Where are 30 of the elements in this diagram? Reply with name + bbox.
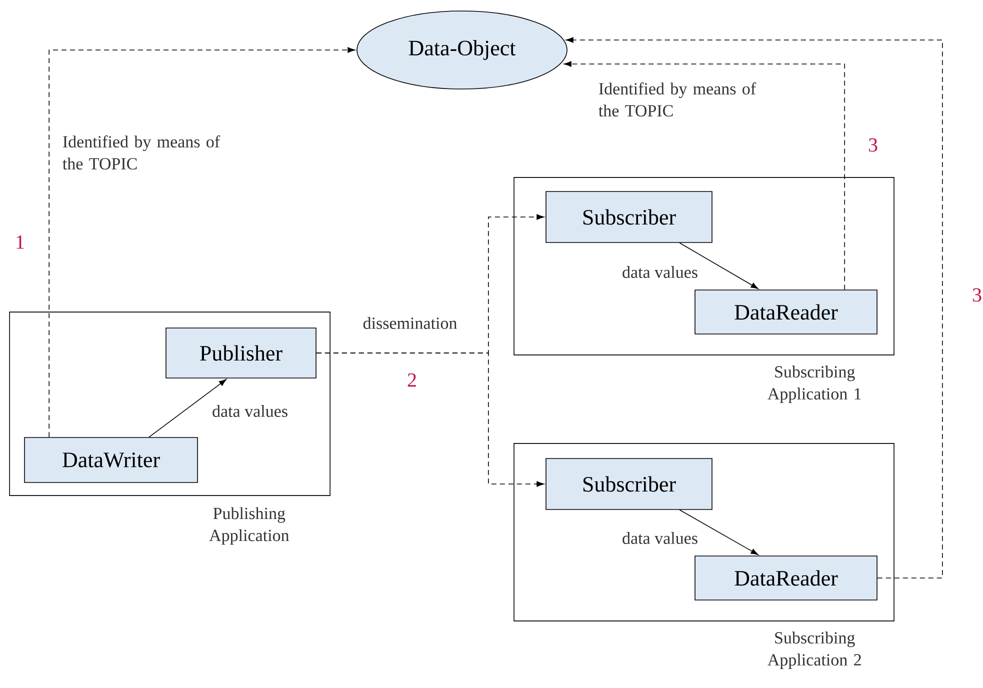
application-box xyxy=(514,177,894,356)
ellipse-node: Data-Object xyxy=(356,10,568,90)
note: Identified by means of the TOPIC xyxy=(598,82,756,117)
arrow xyxy=(148,379,227,438)
node-label: Publishing Application xyxy=(209,507,290,545)
process-box: Publisher xyxy=(166,328,316,378)
arrow xyxy=(316,352,544,487)
step-number: 1 xyxy=(16,235,24,249)
application-box xyxy=(514,443,894,622)
edge-label: dissemination xyxy=(362,316,458,330)
step-number: 3 xyxy=(868,138,878,152)
process-box: DataWriter xyxy=(24,437,198,483)
process-box: Subscriber xyxy=(546,191,712,243)
arrow xyxy=(679,242,758,290)
note: Identified by means of the TOPIC xyxy=(62,135,220,170)
process-box: Subscriber xyxy=(546,458,712,510)
step-number: 3 xyxy=(972,288,982,302)
step-number: 2 xyxy=(408,373,416,387)
arrow xyxy=(566,37,943,578)
node-label: Subscribing Application 1 xyxy=(768,366,861,404)
arrow xyxy=(679,510,758,556)
arrow xyxy=(564,61,845,290)
process-box: DataReader xyxy=(694,556,878,600)
edge-label: data values xyxy=(211,404,289,418)
arrow xyxy=(48,47,356,438)
node-label: Subscribing Application 2 xyxy=(768,632,861,670)
edge-label: data values xyxy=(621,531,699,545)
edge-label: data values xyxy=(621,265,699,279)
application-box xyxy=(9,312,330,496)
process-box: DataReader xyxy=(694,290,878,334)
